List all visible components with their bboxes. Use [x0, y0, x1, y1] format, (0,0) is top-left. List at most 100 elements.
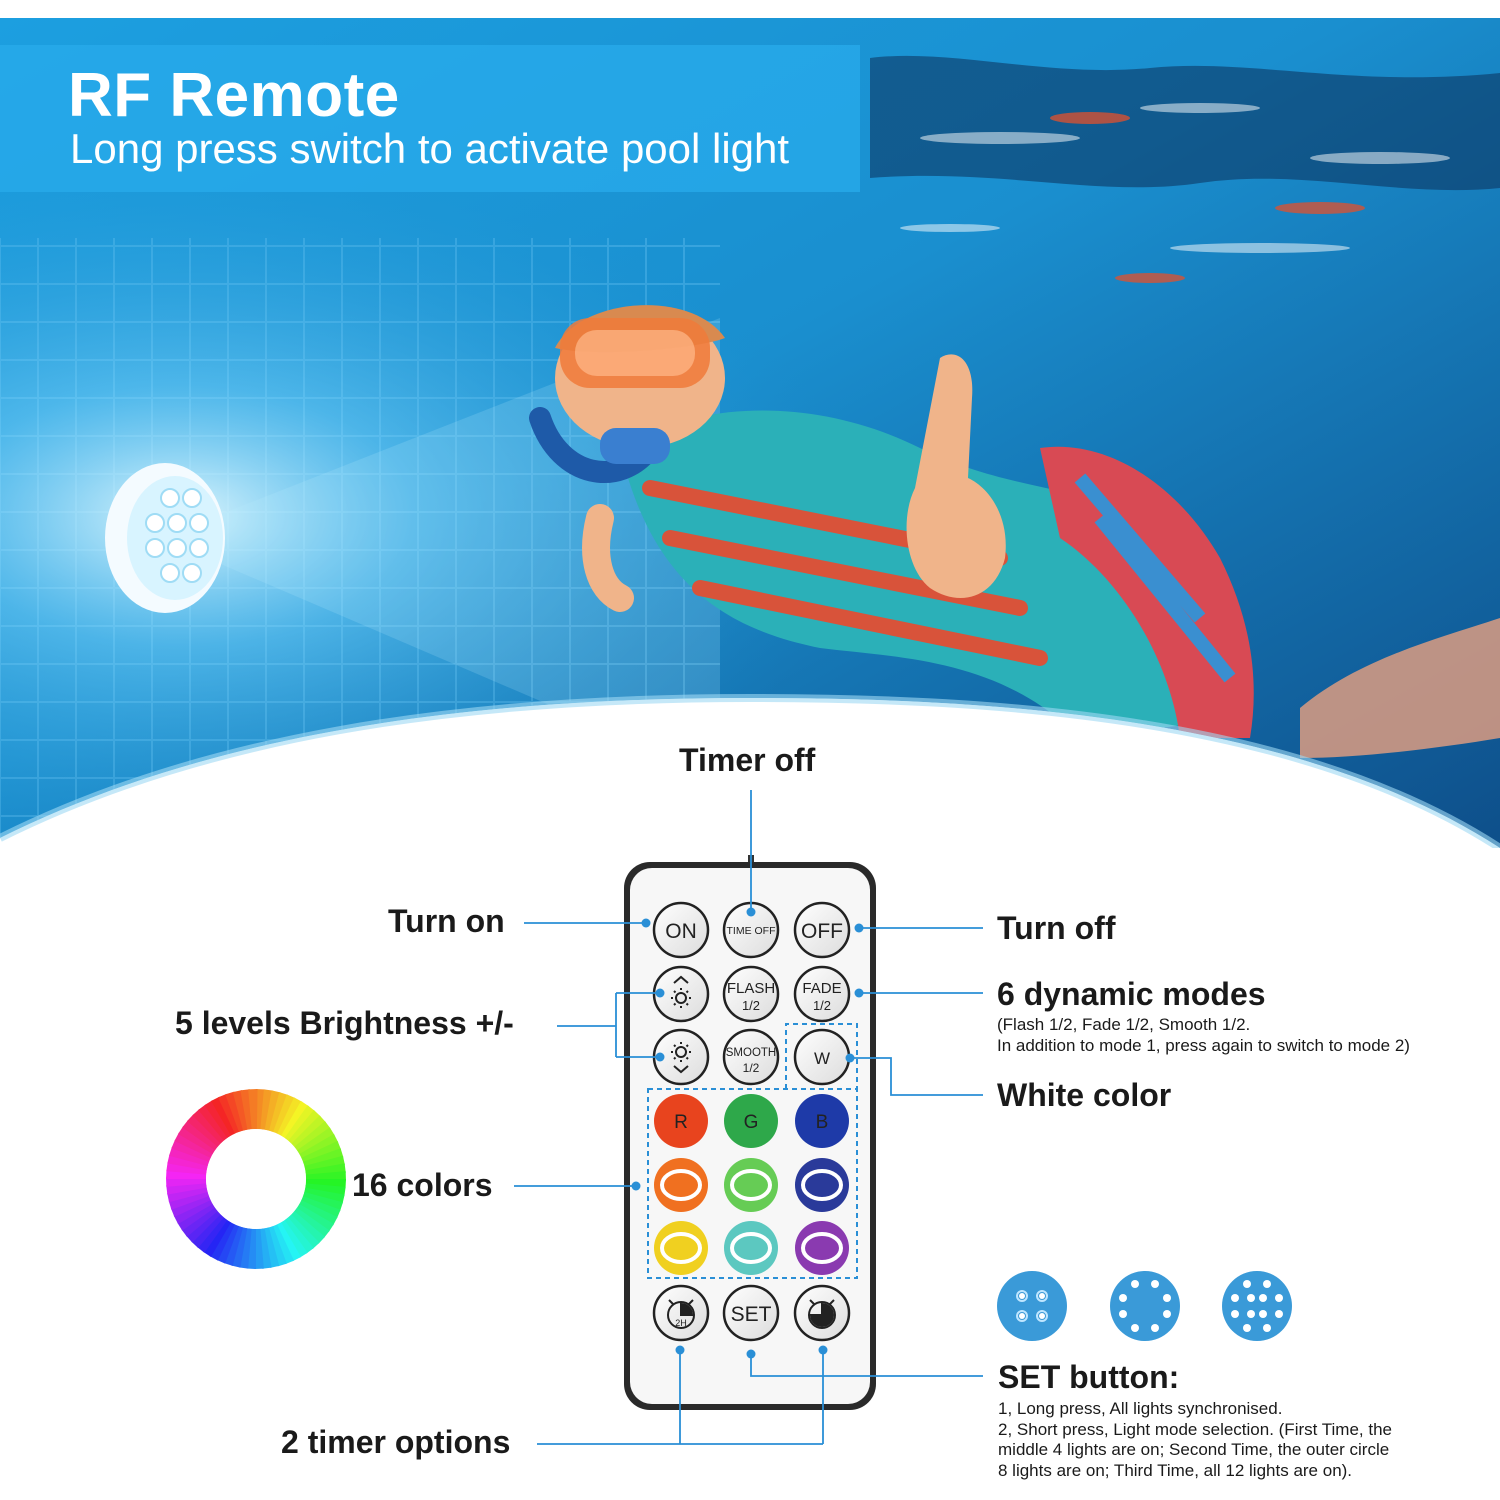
green-button[interactable]: G	[724, 1094, 778, 1148]
color-wheel-segment	[281, 1101, 309, 1139]
color-wheel-segment	[263, 1227, 280, 1268]
color-wheel-segment	[294, 1121, 331, 1152]
timer-4h-label: 4H	[816, 1318, 828, 1328]
teal-button[interactable]	[724, 1221, 778, 1275]
color-wheel-segment	[283, 1217, 314, 1254]
orange-button[interactable]	[654, 1158, 708, 1212]
color-wheel-center	[206, 1129, 306, 1229]
color-wheel-segment	[268, 1225, 287, 1267]
color-wheel-segment	[170, 1195, 211, 1218]
green-button-label: G	[744, 1112, 759, 1133]
on-button-label: ON	[665, 920, 697, 943]
dynamic-modes-callout: 6 dynamic modes	[997, 976, 1266, 1012]
color-wheel-segment	[232, 1090, 249, 1131]
fade-button[interactable]: FADE 1/2	[793, 965, 851, 1023]
color-wheel-segment	[177, 1203, 216, 1231]
timer-off-callout: Timer off	[679, 742, 816, 778]
color-wheel-segment	[217, 1093, 240, 1134]
color-wheel-segment	[167, 1186, 208, 1203]
color-wheel-segment	[166, 1177, 207, 1187]
brightness-up-icon	[671, 975, 691, 1008]
color-wheel-segment	[171, 1139, 212, 1162]
color-wheel-segment	[238, 1228, 252, 1269]
brightness-callout: 5 levels Brightness +/-	[175, 1005, 514, 1041]
color-wheel-segment	[225, 1091, 244, 1133]
color-wheel-segment	[196, 1216, 228, 1253]
color-wheel-segment	[191, 1213, 224, 1248]
page-title: RF Remote	[68, 61, 400, 130]
smooth-button[interactable]: SMOOTH 1/2	[722, 1028, 780, 1086]
fade-button-sublabel: 1/2	[813, 998, 831, 1013]
white-group-outline	[785, 1023, 858, 1089]
dynamic-modes-note-2: In addition to mode 1, press again to sw…	[997, 1036, 1410, 1055]
light-mode-thumbnails	[997, 1271, 1292, 1341]
color-wheel-segment	[254, 1228, 264, 1269]
flash-button-label: FLASH	[727, 980, 775, 997]
color-wheel-segment	[174, 1132, 214, 1158]
pool-light-icon	[105, 463, 225, 613]
white-color-callout: White color	[997, 1077, 1172, 1113]
smooth-button-label: SMOOTH	[726, 1047, 776, 1059]
color-wheel-segment	[304, 1155, 345, 1172]
color-wheel-segment	[178, 1126, 216, 1154]
light-green-button[interactable]	[724, 1158, 778, 1212]
color-wheel-segment	[280, 1219, 308, 1258]
off-button[interactable]: OFF	[793, 901, 851, 959]
page-subtitle: Long press switch to activate pool light	[70, 125, 790, 172]
white-button-label: W	[814, 1049, 830, 1068]
color-wheel-segment	[296, 1204, 334, 1232]
alarm-clock-2h-icon	[667, 1299, 695, 1329]
set-note-3: middle 4 lights are on; Second Time, the…	[998, 1440, 1390, 1459]
color-wheel-segment	[204, 1100, 232, 1139]
color-wheel-segment	[167, 1154, 208, 1171]
color-wheel-segment	[290, 1211, 325, 1244]
brightness-up-button[interactable]	[652, 965, 710, 1023]
color-wheel-segment	[302, 1191, 343, 1212]
callout-dots	[631, 907, 864, 1359]
flash-button[interactable]: FLASH 1/2	[722, 965, 780, 1023]
set-button-callout: SET button:	[998, 1359, 1180, 1395]
color-wheel-segment	[299, 1134, 339, 1159]
brightness-down-icon	[671, 1042, 691, 1074]
blue-button[interactable]: B	[795, 1094, 849, 1148]
color-wheel-segment	[211, 1096, 236, 1136]
timer-4h-button[interactable]: 4H	[793, 1284, 851, 1342]
color-wheel-segment	[192, 1109, 225, 1144]
color-wheel-segment	[186, 1210, 221, 1243]
color-wheel-segment	[203, 1219, 231, 1257]
color-wheel-segment	[273, 1094, 296, 1135]
navy-button[interactable]	[795, 1158, 849, 1212]
color-wheel-segment	[305, 1183, 346, 1197]
timer-options-callout: 2 timer options	[281, 1424, 511, 1460]
color-wheel-segment	[198, 1104, 229, 1141]
set-button[interactable]: SET	[722, 1284, 780, 1342]
on-button[interactable]: ON	[652, 901, 710, 959]
color-wheel-segment	[268, 1092, 289, 1133]
color-wheel-segment	[291, 1115, 326, 1148]
red-button[interactable]: R	[654, 1094, 708, 1148]
color-wheel-segment	[272, 1224, 295, 1265]
colors-callout: 16 colors	[352, 1167, 493, 1203]
brightness-down-button[interactable]	[652, 1028, 710, 1086]
color-wheel-segment	[288, 1110, 321, 1145]
white-button[interactable]: W	[793, 1028, 851, 1086]
color-wheel-segment	[173, 1199, 213, 1224]
purple-button[interactable]	[795, 1221, 849, 1275]
color-wheel-icon	[166, 1089, 346, 1269]
timer-2h-button[interactable]: 2H	[652, 1284, 710, 1342]
alarm-clock-4h-icon	[808, 1299, 836, 1329]
callout-lines	[514, 790, 983, 1445]
smooth-button-sublabel: 1/2	[743, 1061, 760, 1075]
color-wheel-segment	[277, 1097, 303, 1137]
color-wheel-segment	[264, 1090, 281, 1131]
time-off-button[interactable]: TIME OFF	[722, 901, 780, 959]
color-wheel-segment	[209, 1221, 235, 1261]
color-wheel-segment	[260, 1089, 274, 1130]
light-mode-8-icon	[1110, 1271, 1180, 1341]
light-mode-4-icon	[997, 1271, 1067, 1341]
time-off-button-label: TIME OFF	[727, 925, 776, 937]
yellow-button[interactable]	[654, 1221, 708, 1275]
swimmer-figure	[529, 305, 1500, 758]
flash-button-sublabel: 1/2	[742, 998, 760, 1013]
